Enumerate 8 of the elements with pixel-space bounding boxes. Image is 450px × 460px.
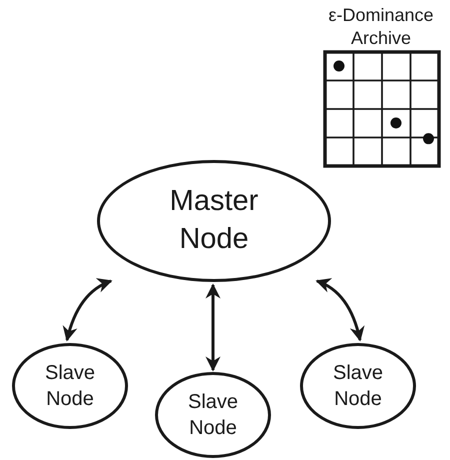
node-label: Master Node	[168, 184, 260, 257]
node-label: Slave Node	[332, 361, 384, 412]
archive-title: ε-Dominance Archive	[327, 4, 435, 49]
double-arrow	[63, 278, 112, 342]
node-label: Slave Node	[44, 361, 96, 412]
double-arrow	[316, 278, 364, 342]
double-arrow	[206, 284, 220, 372]
node-label: Slave Node	[186, 390, 240, 441]
